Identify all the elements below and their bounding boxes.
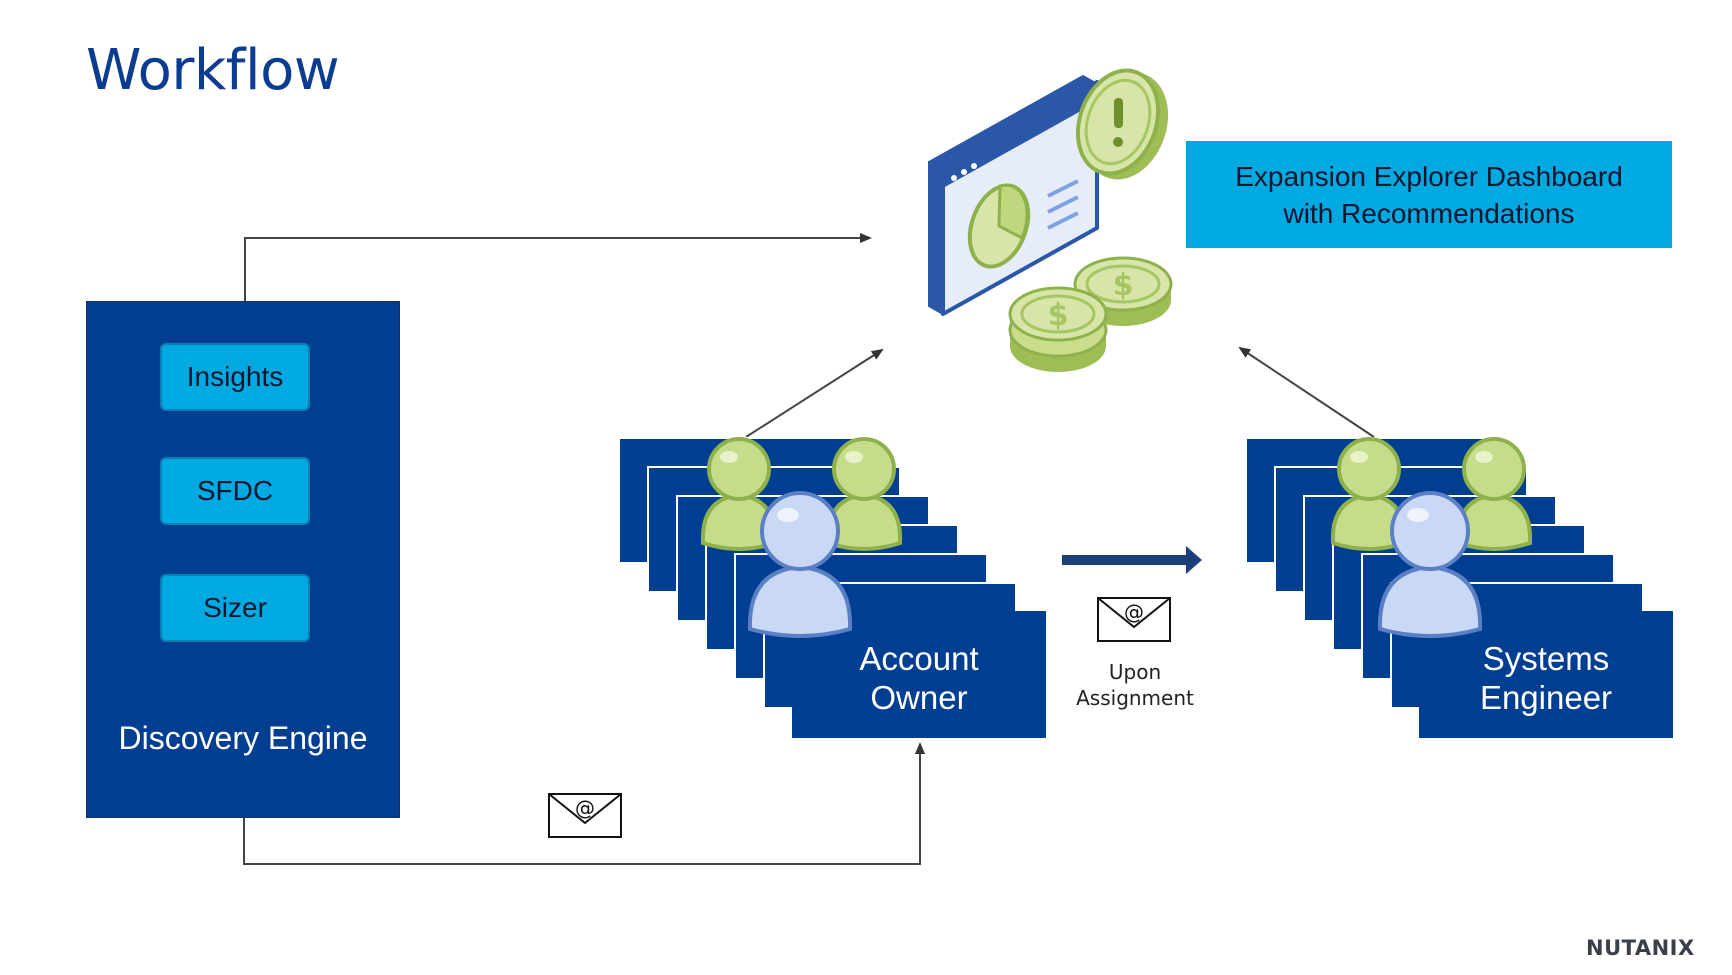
account-owner-line2: Owner bbox=[870, 679, 968, 716]
svg-text:@: @ bbox=[1124, 600, 1144, 624]
svg-text:$: $ bbox=[1048, 298, 1069, 333]
dollar-coins-icon: $ $ bbox=[1008, 256, 1173, 372]
handoff-caption-line2: Assignment bbox=[1076, 686, 1194, 710]
nutanix-logo: NUTANIX bbox=[1586, 936, 1695, 960]
discovery-engine-box: Insights SFDC Sizer Discovery Engine bbox=[86, 301, 400, 818]
source-sfdc: SFDC bbox=[160, 457, 310, 525]
systems-engineer-user-group-icon bbox=[1330, 437, 1533, 638]
arrow-systems-engineer-to-dashboard bbox=[1238, 346, 1375, 438]
handoff-arrow bbox=[1062, 546, 1202, 574]
svg-text:@: @ bbox=[575, 796, 595, 820]
systems-engineer-line1: Systems bbox=[1482, 640, 1610, 677]
page-title: Workflow bbox=[86, 38, 340, 103]
source-sizer: Sizer bbox=[160, 574, 310, 642]
dashboard-label-line1: Expansion Explorer Dashboard bbox=[1235, 160, 1623, 192]
account-owner-line1: Account bbox=[859, 640, 979, 677]
dashboard-label-box: Expansion Explorer Dashboard with Recomm… bbox=[1186, 141, 1672, 248]
svg-text:$: $ bbox=[1113, 268, 1134, 303]
source-insights: Insights bbox=[160, 343, 310, 411]
handoff-caption-line1: Upon bbox=[1108, 660, 1162, 684]
arrow-engine-to-dashboard bbox=[244, 233, 872, 301]
discovery-engine-label: Discovery Engine bbox=[118, 720, 368, 756]
dashboard-label-line2: with Recommendations bbox=[1283, 197, 1575, 229]
account-owner-user-group-icon bbox=[700, 437, 903, 638]
email-icon: @ bbox=[1097, 597, 1171, 642]
alert-coin-icon bbox=[1075, 68, 1169, 180]
arrow-account-owner-to-dashboard bbox=[745, 348, 884, 438]
handoff-caption: Upon Assignment bbox=[1060, 659, 1210, 711]
email-icon: @ bbox=[548, 793, 622, 838]
account-owner-card: Account Owner bbox=[792, 611, 1046, 738]
systems-engineer-line2: Engineer bbox=[1479, 679, 1613, 716]
dashboard-window-icon bbox=[928, 74, 1099, 316]
arrow-engine-to-account-owner bbox=[243, 742, 925, 865]
